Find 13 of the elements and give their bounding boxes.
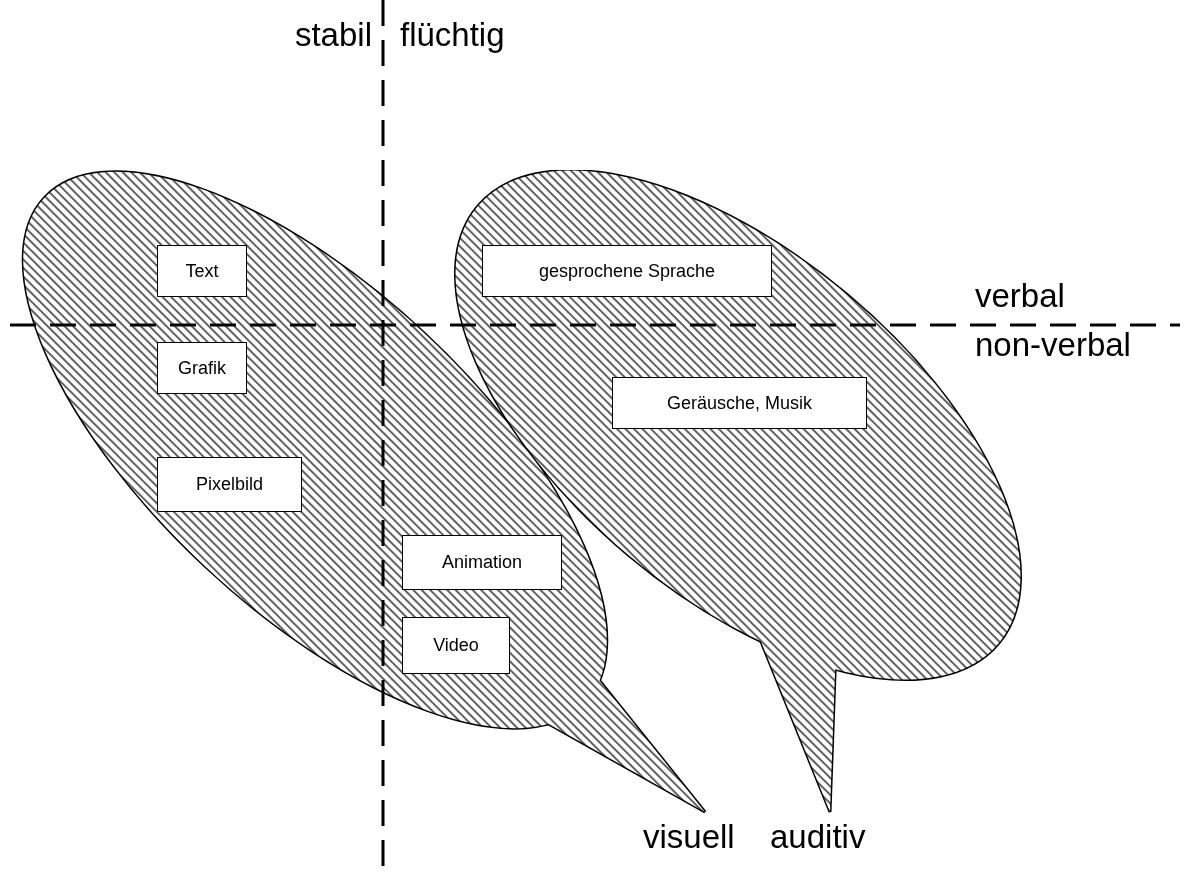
axis-label: flüchtig [400,18,505,51]
axis-label: stabil [293,18,372,51]
label-box: Animation [402,535,562,590]
axis-label: non-verbal [975,328,1131,361]
bubble-caption: visuell [643,820,735,853]
axis-label: verbal [975,279,1065,312]
label-box: Pixelbild [157,457,302,512]
label-box: Text [157,245,247,297]
label-box: Grafik [157,342,247,394]
bubble-caption: auditiv [770,820,866,853]
label-box: Geräusche, Musik [612,377,867,429]
label-box: gesprochene Sprache [482,245,772,297]
label-box: Video [402,617,510,674]
